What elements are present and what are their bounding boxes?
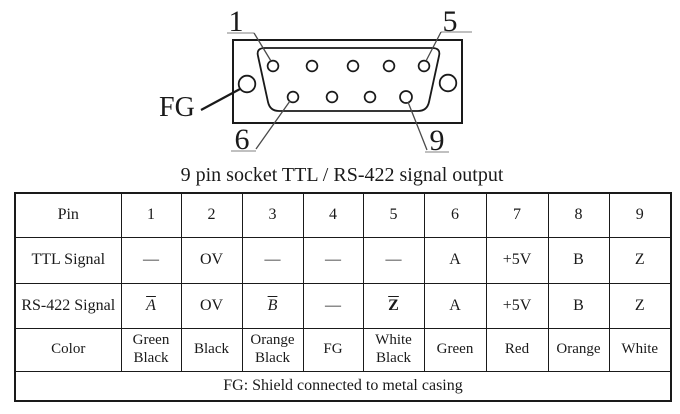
footer-row: FG: Shield connected to metal casing bbox=[14, 370, 672, 402]
signal-cell: A bbox=[120, 282, 182, 329]
pin-6-hole bbox=[286, 90, 300, 104]
signal-cell: +5V bbox=[485, 236, 549, 284]
signal-cell: Z bbox=[362, 282, 425, 329]
signal-cell: A bbox=[423, 282, 487, 329]
pin5-leader-line bbox=[425, 31, 442, 62]
overlined-value: Z bbox=[388, 296, 399, 314]
pin-4-hole bbox=[382, 59, 396, 73]
signal-cell: — bbox=[302, 236, 364, 284]
signal-cell: B bbox=[547, 236, 610, 284]
pin9-leader-line bbox=[407, 101, 428, 151]
color-cell: Black bbox=[180, 327, 243, 372]
pin-5-hole bbox=[417, 59, 431, 73]
color-cell: Orange Black bbox=[241, 327, 304, 372]
header-cell: 2 bbox=[180, 192, 243, 238]
color-cell: White bbox=[608, 327, 672, 372]
signal-cell: — bbox=[241, 236, 304, 284]
connector-shell bbox=[232, 39, 463, 124]
fg-leader-line bbox=[200, 88, 241, 111]
color-cell: White Black bbox=[362, 327, 425, 372]
signal-cell: +5V bbox=[485, 282, 549, 329]
signal-cell: — bbox=[302, 282, 364, 329]
fg-label: FG bbox=[159, 92, 195, 123]
overlined-value: A bbox=[146, 296, 156, 314]
signal-cell: OV bbox=[180, 236, 243, 284]
pin6-leader-line bbox=[255, 100, 291, 150]
rs422-signal-row: RS-422 Signal A OV B — Z A +5V B Z bbox=[14, 282, 672, 329]
header-cell: 7 bbox=[485, 192, 549, 238]
pin-2-hole bbox=[305, 59, 319, 73]
header-cell: 1 bbox=[120, 192, 182, 238]
signal-cell: — bbox=[120, 236, 182, 284]
ttl-signal-row: TTL Signal — OV — — — A +5V B Z bbox=[14, 236, 672, 284]
signal-cell: B bbox=[241, 282, 304, 329]
pin-8-hole bbox=[363, 90, 377, 104]
pin5-label: 5 bbox=[443, 5, 458, 38]
table-title: 9 pin socket TTL / RS-422 signal output bbox=[180, 164, 504, 186]
signal-cell: — bbox=[362, 236, 425, 284]
header-cell: 3 bbox=[241, 192, 304, 238]
color-cell: Orange bbox=[547, 327, 610, 372]
color-row: Color Green Black Black Orange Black FG … bbox=[14, 327, 672, 372]
mounting-hole-right bbox=[438, 73, 458, 93]
signal-table: Pin 1 2 3 4 5 6 7 8 9 TTL Signal — OV — … bbox=[14, 192, 672, 402]
color-cell: Green Black bbox=[120, 327, 182, 372]
row-label-cell: RS-422 Signal bbox=[14, 282, 122, 329]
pin9-label: 9 bbox=[430, 124, 445, 157]
signal-cell: Z bbox=[608, 282, 672, 329]
pin-1-hole bbox=[266, 59, 280, 73]
dsub-face-outline bbox=[256, 47, 441, 112]
signal-cell: Z bbox=[608, 236, 672, 284]
pin1-leader-line bbox=[253, 32, 272, 62]
row-label-cell: Pin bbox=[14, 192, 122, 238]
signal-cell: OV bbox=[180, 282, 243, 329]
pin1-label: 1 bbox=[229, 5, 244, 38]
header-cell: 8 bbox=[547, 192, 610, 238]
color-cell: FG bbox=[302, 327, 364, 372]
pin-3-hole bbox=[346, 59, 360, 73]
pin-9-hole bbox=[399, 90, 413, 104]
header-cell: 6 bbox=[423, 192, 487, 238]
header-row: Pin 1 2 3 4 5 6 7 8 9 bbox=[14, 192, 672, 238]
header-cell: 5 bbox=[362, 192, 425, 238]
row-label-cell: Color bbox=[14, 327, 122, 372]
row-label-cell: TTL Signal bbox=[14, 236, 122, 284]
mounting-hole-left bbox=[237, 74, 257, 94]
header-cell: 4 bbox=[302, 192, 364, 238]
overlined-value: B bbox=[267, 296, 278, 314]
footer-note-cell: FG: Shield connected to metal casing bbox=[14, 370, 672, 402]
pin-7-hole bbox=[325, 90, 339, 104]
header-cell: 9 bbox=[608, 192, 672, 238]
color-cell: Red bbox=[485, 327, 549, 372]
pin6-label: 6 bbox=[235, 123, 250, 156]
signal-cell: A bbox=[423, 236, 487, 284]
connector-diagram: 1 5 6 9 FG bbox=[159, 5, 472, 157]
color-cell: Green bbox=[423, 327, 487, 372]
signal-cell: B bbox=[547, 282, 610, 329]
